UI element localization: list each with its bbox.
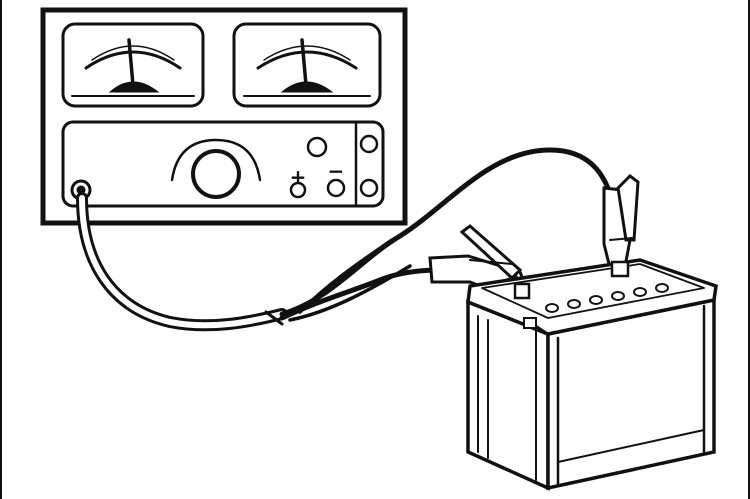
cable-sleeve bbox=[264, 310, 284, 326]
meter-right-scale-inner bbox=[263, 45, 351, 61]
meter-right-window bbox=[232, 22, 382, 108]
tester-unit: + − bbox=[40, 7, 408, 226]
meter-left-scale bbox=[84, 50, 182, 70]
battery-top-lid bbox=[481, 263, 705, 319]
meter-left-window bbox=[61, 22, 205, 108]
terminal-positive bbox=[610, 260, 630, 278]
side-button-bottom bbox=[359, 178, 379, 198]
cable-twist-a bbox=[298, 238, 394, 314]
positive-jack bbox=[289, 181, 307, 199]
side-button-top bbox=[359, 134, 379, 154]
meter-right bbox=[232, 22, 382, 108]
control-panel: + − bbox=[61, 120, 385, 208]
cell-cap-icon bbox=[545, 303, 559, 313]
clip-positive-upper-jaw bbox=[616, 174, 640, 242]
cable-twist-b bbox=[288, 264, 412, 322]
clip-positive-hinge bbox=[609, 237, 633, 241]
cable-negative bbox=[279, 267, 443, 321]
cell-cap-icon bbox=[611, 291, 625, 301]
meter-left bbox=[61, 22, 205, 108]
battery-front-band bbox=[557, 429, 705, 463]
cable-bundle bbox=[76, 147, 615, 332]
clip-negative-hinge bbox=[469, 259, 513, 265]
cell-caps bbox=[545, 283, 669, 313]
meter-right-scale bbox=[256, 50, 358, 70]
cable-trunk-core bbox=[79, 195, 285, 329]
battery-vent bbox=[523, 317, 537, 329]
cell-cap-icon bbox=[567, 299, 581, 309]
cable-positive bbox=[279, 147, 615, 317]
knob-arc bbox=[170, 138, 262, 182]
meter-right-pivot bbox=[280, 81, 334, 93]
indicator-lamp bbox=[306, 136, 328, 158]
negative-symbol: − bbox=[328, 159, 345, 183]
cell-cap-icon bbox=[589, 295, 603, 305]
meter-left-pivot bbox=[108, 81, 160, 93]
battery bbox=[466, 258, 718, 491]
meter-right-needle bbox=[300, 38, 308, 87]
meter-left-needle bbox=[127, 38, 135, 87]
cell-cap-icon bbox=[655, 283, 669, 293]
terminal-negative bbox=[513, 282, 531, 300]
cell-cap-icon bbox=[633, 287, 647, 297]
meter-left-scale-inner bbox=[91, 45, 175, 61]
rotary-knob-icon bbox=[191, 149, 241, 199]
alligator-clip-icon bbox=[602, 174, 640, 278]
negative-jack bbox=[326, 178, 346, 198]
